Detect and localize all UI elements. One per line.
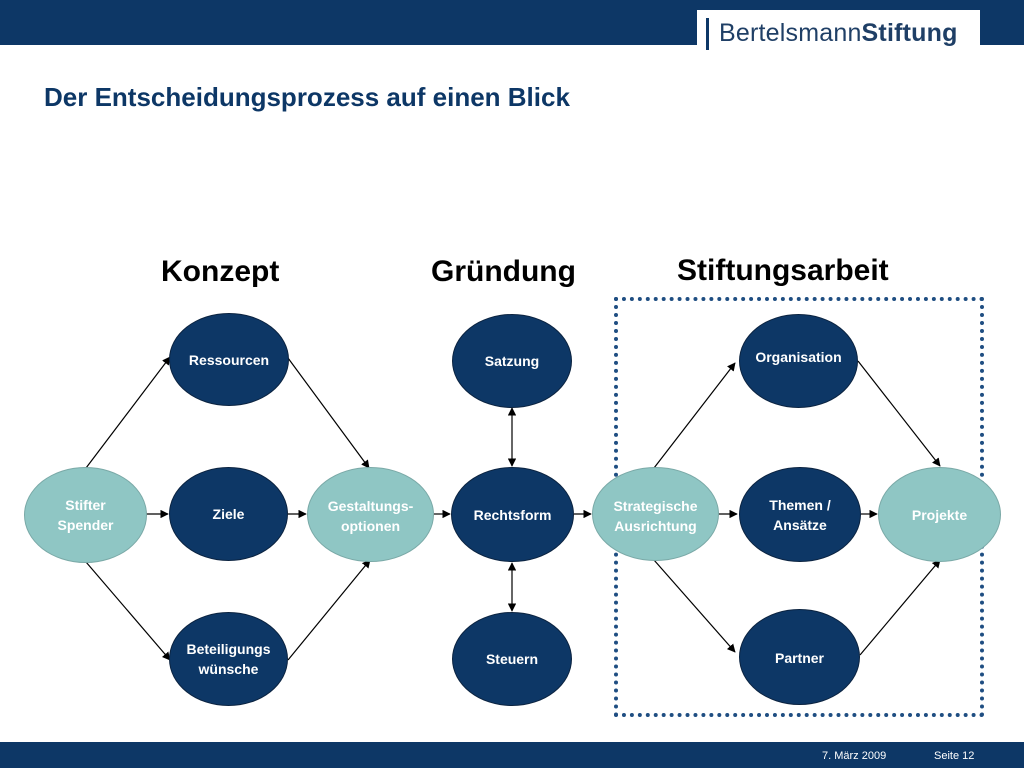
node-satzung-label: Satzung — [484, 353, 540, 369]
node-rechtsform-label: Rechtsform — [473, 506, 552, 523]
arrow-organisation-projekte — [857, 360, 941, 467]
node-stifter-line2: Spender — [57, 517, 114, 533]
node-ressourcen: Ressourcen — [169, 313, 289, 406]
bertelsmann-stiftung-logo: BertelsmannStiftung — [697, 10, 980, 58]
node-gestaltung-text: Gestaltungs-optionen — [328, 496, 414, 536]
node-rechtsform: Rechtsform — [451, 467, 574, 562]
node-ressourcen-label: Ressourcen — [188, 352, 270, 368]
node-beteiligung-text: Beteiligungs wünsche — [186, 639, 270, 679]
footer-date: 7. März 2009 — [822, 750, 887, 762]
node-partner-label: Partner — [774, 650, 825, 666]
node-steuern: Steuern — [452, 612, 572, 706]
heading-gruendung: Gründung — [431, 255, 576, 288]
heading-konzept: Konzept — [161, 255, 280, 288]
node-gestaltung-line1: Gestaltungs- — [327, 498, 414, 514]
node-organisation: Organisation — [739, 314, 858, 408]
node-beteiligungswuensche: Beteiligungs wünsche — [169, 612, 288, 706]
node-themen-line2: Ansätze — [773, 516, 827, 533]
node-projekte: Projekte — [878, 467, 1001, 562]
arrow-ressourcen-gestaltung — [287, 357, 370, 469]
arrow-stifter-ressourcen — [85, 356, 171, 469]
arrow-strategische-partner — [653, 559, 736, 653]
node-themen-ansaetze: Themen / Ansätze — [739, 467, 861, 562]
node-steuern-label: Steuern — [485, 651, 539, 667]
logo-text-regular: Bertelsmann — [719, 19, 862, 47]
arrow-strategische-organisation — [653, 362, 736, 469]
node-gestaltung-line2: optionen — [340, 518, 401, 534]
node-themen-line1: Themen / — [769, 496, 831, 513]
node-organisation-label: Organisation — [755, 349, 842, 365]
arrow-stifter-beteiligung — [85, 561, 171, 661]
heading-stiftungsarbeit: Stiftungsarbeit — [677, 254, 889, 287]
footer-bar — [0, 742, 1024, 768]
slide-title: Der Entscheidungsprozess auf einen Blick — [44, 82, 570, 112]
logo-text: BertelsmannStiftung — [719, 19, 958, 48]
node-beteiligung-line2: wünsche — [198, 661, 259, 677]
node-stifter-line1: Stifter — [65, 497, 106, 513]
logo-text-bold: Stiftung — [861, 19, 958, 47]
node-strategische-line2: Ausrichtung — [614, 518, 697, 534]
footer-page-number: Seite 12 — [934, 750, 975, 762]
logo-divider — [706, 18, 709, 50]
node-projekte-label: Projekte — [911, 507, 968, 523]
node-themen-text: Themen / Ansätze — [769, 495, 830, 535]
node-partner: Partner — [739, 609, 860, 705]
arrow-beteiligung-gestaltung — [287, 559, 371, 661]
node-ziele: Ziele — [169, 467, 288, 561]
node-beteiligung-line1: Beteiligungs — [186, 641, 271, 657]
node-ziele-label: Ziele — [212, 506, 245, 522]
node-gestaltungsoptionen: Gestaltungs-optionen — [307, 467, 434, 562]
arrow-partner-projekte — [859, 559, 941, 656]
node-satzung: Satzung — [452, 314, 572, 408]
node-strategische-line1: Strategische — [613, 498, 698, 514]
